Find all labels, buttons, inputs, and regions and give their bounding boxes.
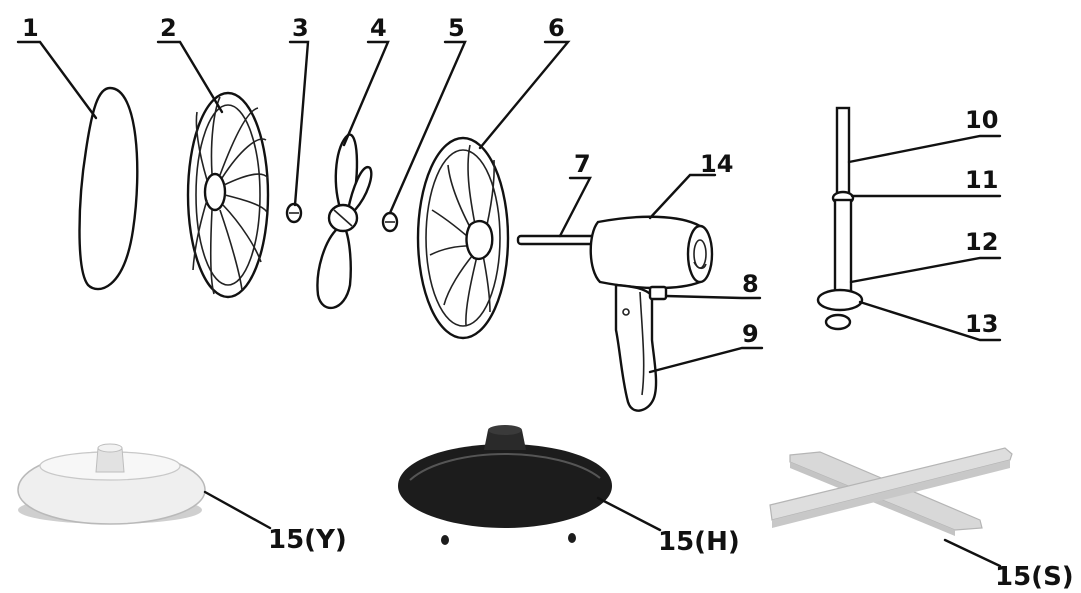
bracket-knob — [648, 285, 668, 301]
label-4: 4 — [370, 14, 387, 42]
cross-base — [769, 447, 1013, 536]
support-bracket — [614, 283, 668, 412]
front-grille — [186, 91, 270, 299]
front-grille-cover — [78, 86, 139, 291]
label-15s: 15(S) — [995, 562, 1074, 592]
round-base-light — [17, 443, 206, 525]
fan-blade — [316, 133, 373, 310]
label-9: 9 — [742, 320, 759, 348]
rear-nut — [381, 211, 399, 233]
pole-base-nut — [816, 288, 864, 312]
label-12: 12 — [965, 228, 998, 256]
label-6: 6 — [548, 14, 565, 42]
pole-assembly — [816, 106, 864, 331]
motor-shaft — [516, 234, 602, 246]
label-7: 7 — [574, 150, 591, 178]
rear-grille — [416, 136, 510, 340]
motor-assembly — [516, 215, 714, 290]
part-labels: 1 2 3 4 5 6 7 14 8 9 10 11 12 13 15(Y) 1… — [22, 14, 1074, 592]
leader-lines — [16, 40, 1002, 568]
label-3: 3 — [292, 14, 309, 42]
lower-pole — [833, 198, 853, 297]
label-15y: 15(Y) — [268, 525, 347, 555]
blade-nut — [285, 202, 303, 224]
label-15h: 15(H) — [658, 527, 740, 557]
label-8: 8 — [742, 270, 759, 298]
label-1: 1 — [22, 14, 39, 42]
label-11: 11 — [965, 166, 998, 194]
upper-pole — [835, 106, 851, 200]
label-10: 10 — [965, 106, 998, 134]
label-5: 5 — [448, 14, 465, 42]
motor-housing — [589, 215, 702, 290]
label-14: 14 — [700, 150, 733, 178]
label-2: 2 — [160, 14, 177, 42]
label-13: 13 — [965, 310, 998, 338]
round-base-heavy — [398, 425, 612, 545]
